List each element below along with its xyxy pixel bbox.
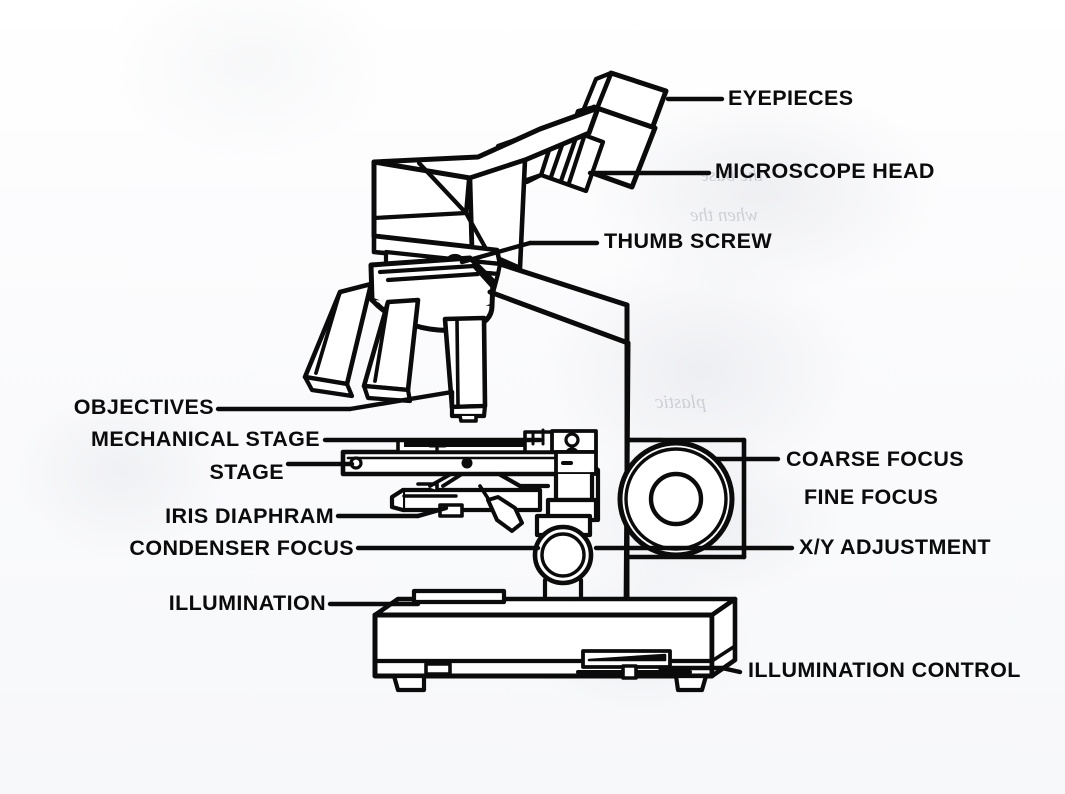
foot-left [391, 673, 427, 693]
leader-thumb-screw-1 [459, 240, 533, 265]
leader-illum-control-2 [719, 665, 743, 675]
label-eyepieces: EYEPIECES [728, 86, 854, 110]
label-objectives: OBJECTIVES [73, 395, 214, 419]
condenser [532, 513, 594, 615]
label-condenser-focus: CONDENSER FOCUS [129, 536, 354, 560]
label-illumination-control: ILLUMINATION CONTROL [748, 658, 1021, 682]
label-fine-focus: FINE FOCUS [804, 485, 939, 509]
label-illumination: ILLUMINATION [168, 591, 326, 615]
objective-lens-group [302, 281, 488, 423]
leader-lines [215, 96, 795, 675]
label-mechanical-stage: MECHANICAL STAGE [91, 427, 320, 451]
label-microscope-head: MICROSCOPE HEAD [715, 159, 935, 183]
label-xy-adjustment: X/Y ADJUSTMENT [799, 535, 991, 559]
stage-plate [340, 428, 592, 477]
base [372, 588, 738, 693]
mech-stage-carrier [389, 471, 551, 533]
label-stage: STAGE [209, 460, 284, 484]
focus-knob [617, 437, 747, 560]
leader-iris-2 [415, 505, 449, 519]
leader-objectives-2 [347, 389, 455, 412]
illum-window [411, 588, 507, 605]
illum-slider-thumb [621, 664, 638, 680]
label-iris-diaphram: IRIS DIAPHRAM [165, 504, 334, 528]
label-coarse-focus: COARSE FOCUS [786, 447, 965, 471]
foot-right [673, 673, 709, 693]
label-thumb-screw: THUMB SCREW [604, 229, 773, 253]
